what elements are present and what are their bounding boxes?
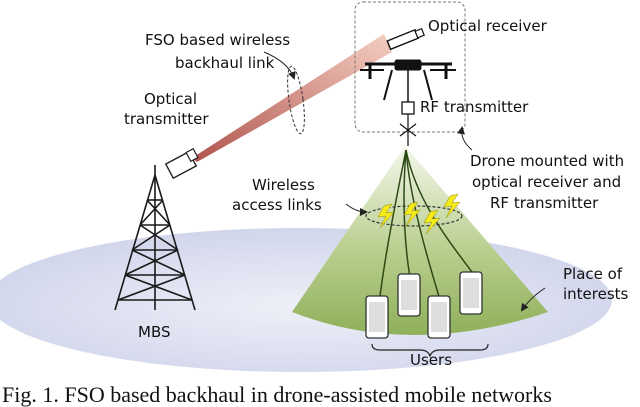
lightning-bolts [377, 193, 461, 235]
label-mbs: MBS [138, 323, 171, 341]
label-rf-transmitter: RF transmitter [420, 98, 529, 116]
label-drone-note-3: RF transmitter [490, 194, 599, 212]
fso-beam [192, 34, 392, 162]
label-place-of-interest-1: Place of [563, 265, 623, 283]
coverage-cone [292, 146, 548, 335]
access-links [379, 149, 473, 301]
label-fso-link-1: FSO based wireless [145, 31, 290, 49]
label-optical-receiver: Optical receiver [428, 17, 548, 35]
label-users: Users [410, 351, 452, 369]
drone [360, 27, 456, 146]
label-optical-transmitter-2: transmitter [124, 110, 209, 128]
user-phones [365, 271, 483, 339]
mbs-tower [114, 165, 196, 311]
label-fso-link-2: backhaul link [175, 54, 275, 72]
phone [459, 271, 483, 315]
label-wireless-access-2: access links [232, 196, 322, 214]
figure-caption: Fig. 1. FSO based backhaul in drone-assi… [2, 382, 552, 407]
label-drone-note-1: Drone mounted with [470, 152, 624, 170]
phone [365, 295, 389, 339]
pointer-arrows [263, 51, 546, 312]
optical-transmitter-device [164, 147, 199, 180]
beam-marker-ellipse [287, 65, 305, 135]
label-drone-note-2: optical receiver and [472, 173, 621, 191]
label-wireless-access-1: Wireless [252, 176, 315, 194]
phone [397, 273, 421, 317]
drone-box [354, 1, 466, 133]
label-place-of-interest-2: interests [563, 285, 629, 303]
label-optical-transmitter-1: Optical [144, 90, 197, 108]
users-brace [371, 343, 489, 358]
phone [427, 295, 451, 339]
